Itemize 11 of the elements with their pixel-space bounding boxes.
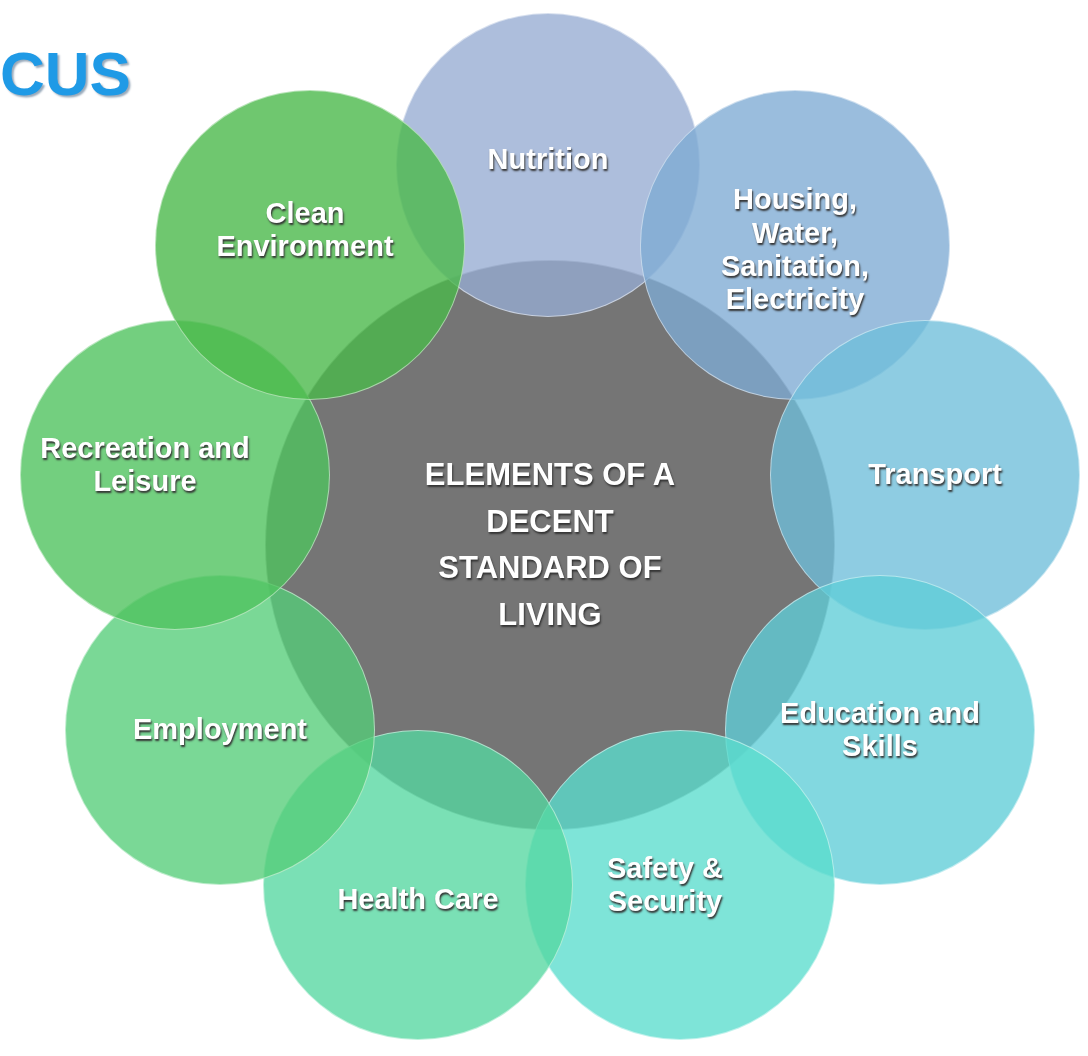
circle-label: Clean Environment (215, 196, 395, 264)
circle-label: ELEMENTS OF A DECENT STANDARD OF LIVING (423, 456, 677, 634)
circle-label: Transport (867, 458, 1003, 492)
circle-label: Safety & Security (605, 851, 724, 919)
circle-label: Education and Skills (780, 696, 980, 764)
circle-label: Nutrition (486, 143, 610, 177)
heading: CUS (0, 38, 131, 109)
circle-label: Employment (132, 713, 308, 747)
circle-label: Recreation and Leisure (39, 431, 251, 499)
circle-label: Health Care (336, 883, 500, 917)
circle-label: Housing, Water, Sanitation, Electricity (719, 183, 871, 317)
